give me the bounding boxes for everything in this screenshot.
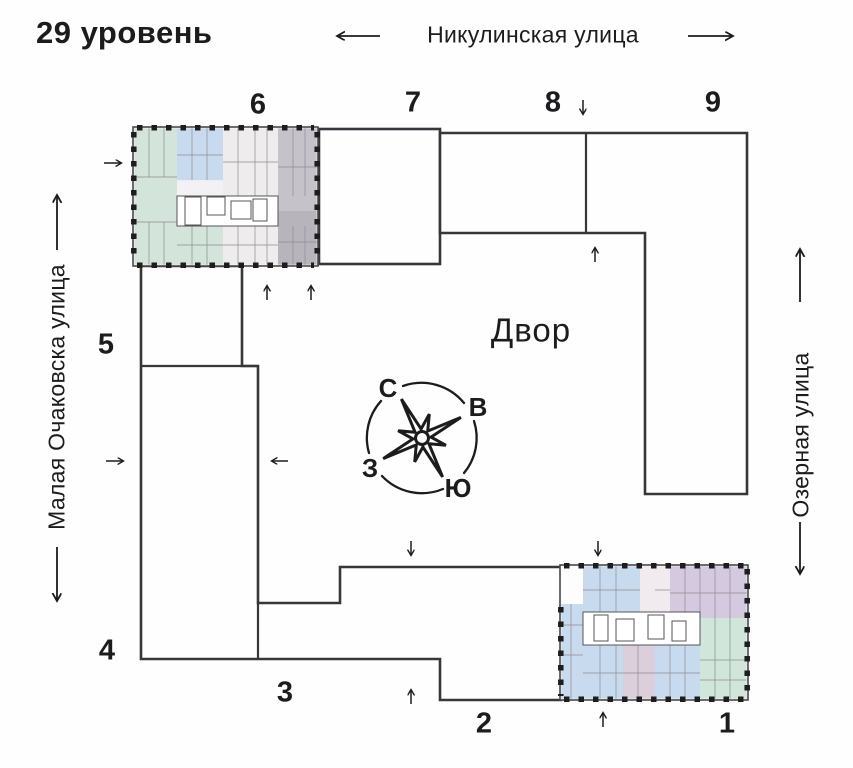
block-6-core — [230, 200, 252, 220]
block-1-walls — [561, 566, 747, 699]
building-number-7: 7 — [404, 86, 422, 119]
block-1-core — [615, 618, 635, 642]
block-1-core — [647, 614, 665, 640]
compass-label-west: З — [361, 453, 379, 483]
building-number-1: 1 — [718, 707, 736, 740]
compass-arc — [401, 381, 466, 405]
compass-label-east: В — [468, 392, 488, 422]
compass-label-south: Ю — [444, 473, 472, 503]
courtyard-label: Двор — [490, 311, 572, 349]
compass-center — [414, 430, 430, 446]
building-number-5: 5 — [97, 328, 115, 361]
street-label-left: Малая Очаковска улица — [43, 264, 70, 530]
compass-label-north: С — [378, 373, 398, 403]
zone-gray-dark — [278, 211, 317, 265]
building-number-4: 4 — [98, 634, 116, 667]
zone-lavender — [670, 566, 747, 619]
zone-mint — [700, 618, 747, 699]
building-8-9-outline — [438, 131, 749, 496]
compass-arc — [365, 399, 383, 455]
street-label-right: Озерная улица — [787, 352, 814, 518]
block-6-core — [184, 196, 202, 226]
zone-gray — [278, 128, 317, 211]
block-6-core — [206, 196, 226, 216]
apartment-block-6[interactable] — [131, 125, 320, 268]
building-number-3: 3 — [276, 676, 294, 709]
block-1-core — [671, 620, 687, 642]
block-6-walls — [134, 128, 317, 265]
building-number-8: 8 — [544, 86, 562, 119]
compass-arc — [380, 474, 445, 495]
building-7-outline — [317, 127, 442, 266]
page-title: 29 уровень — [36, 15, 213, 50]
compass-rose — [365, 381, 478, 495]
zone-mauve — [623, 645, 655, 699]
building-number-6: 6 — [249, 88, 267, 121]
building-number-9: 9 — [704, 86, 722, 119]
zone-blue — [561, 604, 584, 699]
zone-white — [561, 566, 584, 605]
zone-green — [134, 128, 178, 265]
block-1-core — [593, 614, 609, 642]
block-6-core — [252, 198, 268, 222]
zone-blue — [583, 645, 623, 699]
zone-blue — [177, 128, 223, 181]
street-label-top: Никулинская улица — [427, 21, 639, 48]
zone-blue — [655, 645, 700, 699]
compass-arc — [462, 419, 478, 475]
apartment-block-1[interactable] — [558, 563, 750, 702]
building-number-2: 2 — [475, 707, 493, 740]
